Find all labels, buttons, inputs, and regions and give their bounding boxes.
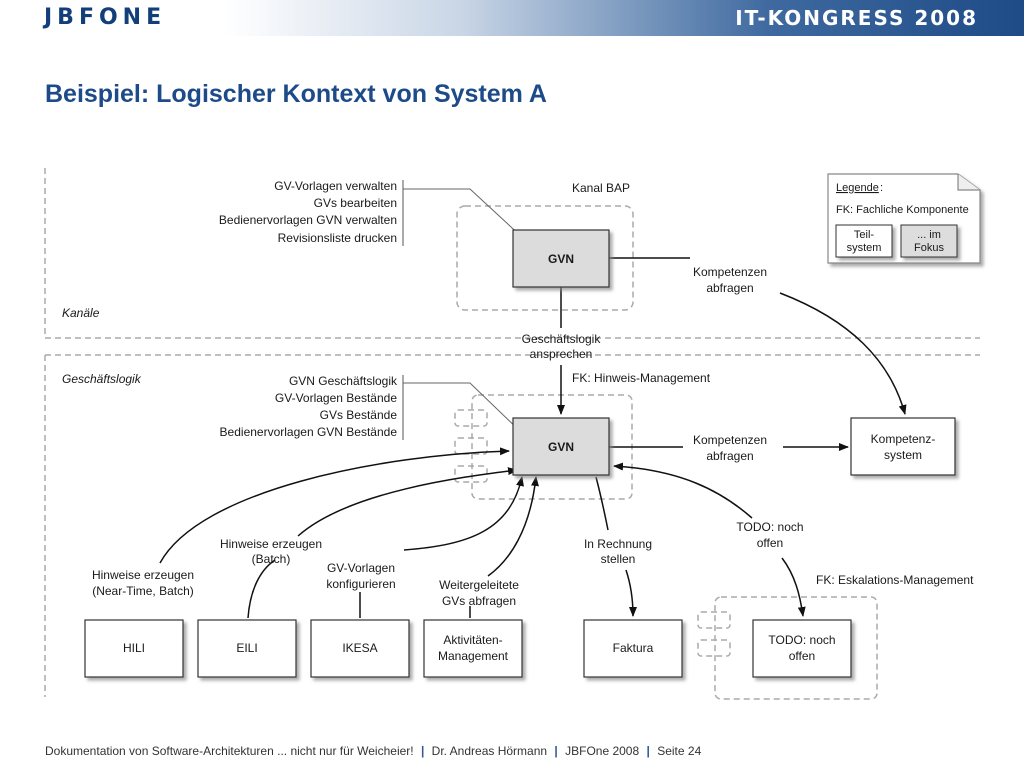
hili-label: HILI [123,641,145,655]
legend-teil-line1: Teil- [854,229,875,241]
edge-label-geschaeftslogik: Geschäftslogik [522,332,602,346]
legend-fokus-line2: Fokus [914,242,944,254]
edge-label-hinweise-batch: (Batch) [252,552,291,566]
header-bar: JBFONE IT-KONGRESS 2008 [0,0,1024,36]
zone-label-kanaele: Kanäle [62,306,100,320]
edge-todo-up [613,462,753,519]
gvn-main-functions: GVN Geschäftslogik GV-Vorlagen Bestände … [220,374,398,439]
edge-label-hinweise-near: Hinweise erzeugen [92,568,194,582]
zone-label-geschaeftslogik: Geschäftslogik [62,372,142,386]
ikesa-label: IKESA [342,641,377,655]
kompetenzsystem-box [850,417,956,476]
gvn-top-function: Revisionsliste drucken [278,231,397,245]
gvn-main-function: GVs Bestände [320,408,398,422]
legend-fokus-box [900,224,958,258]
legend-title: Legende [836,182,879,194]
edge-label-kompetenzen-mid: Kompetenzen [693,433,767,447]
faktura-label: Faktura [613,641,654,655]
todo-label: TODO: noch [768,633,835,647]
jbfone-logo: JBFONE [44,5,167,30]
gvn-top-function: Bedienervorlagen GVN verwalten [219,213,397,227]
todo-label: offen [789,649,815,663]
edge-weitergeleitete [487,476,539,577]
legend-fk-line: FK: Fachliche Komponente [836,204,969,216]
edge-gv-vorlagen [403,476,524,551]
footer: Dokumentation von Software-Architekturen… [45,744,701,758]
edges [159,257,907,619]
congress-title: IT-KONGRESS 2008 [735,6,978,30]
gvn-main-box [512,417,610,476]
edge-todo-down [781,557,806,617]
legend-fokus-line1: ... im [917,229,941,241]
aktivitaeten-label: Aktivitäten- [443,633,502,647]
footer-event: JBFOne 2008 [565,744,640,758]
subsystem-labels: Kompetenz- system HILI EILI IKESA Aktivi… [123,432,935,663]
ikesa-box [310,619,410,678]
footer-talk-title: Dokumentation von Software-Architekturen… [45,744,414,758]
gvn-top-function: GV-Vorlagen verwalten [274,179,397,193]
edge-label-todo: TODO: noch [736,520,803,534]
edge-hinweise-batch [297,467,518,537]
edge-rechnung-down [595,476,609,531]
edge-eili-up [247,559,276,619]
edge-label-weitergeleitete: Weitergeleitete [439,578,519,592]
faktura-box [583,619,683,678]
edge-label-kompetenzen-mid: abfragen [706,449,753,463]
aktivitaeten-box [423,619,523,678]
gvn-main-function: Bedienervorlagen GVN Bestände [220,425,398,439]
edge-label-rechnung: In Rechnung [584,537,652,551]
gvn-main-function: GVN Geschäftslogik [289,374,398,388]
legend-teil-line2: system [847,242,882,254]
edge-rechnung [625,569,637,617]
footer-separator: | [646,744,650,758]
footer-separator: | [420,744,425,758]
edge-label-geschaeftslogik: ansprechen [530,347,593,361]
kanal-bap-frame [456,205,634,311]
edge-labels: Kompetenzen abfragen Geschäftslogik ansp… [92,265,804,608]
aktivitaeten-label: Management [438,649,509,663]
gvn-main-pointer [403,382,524,435]
gvn-top-pointer [403,188,524,239]
edge-label-kompetenzen-top: Kompetenzen [693,265,767,279]
fk-eskalation-label: FK: Eskalations-Management [816,573,974,587]
subsystem-boxes [84,417,956,678]
gvn-top-box [512,229,610,288]
hili-box [84,619,184,678]
gvn-main-label: GVN [548,440,574,454]
eili-label: EILI [236,641,257,655]
gvn-top-functions: GV-Vorlagen verwalten GVs bearbeiten Bed… [219,179,397,245]
legend-teilsystem-box [835,224,893,258]
footer-author: Dr. Andreas Hörmann [431,744,548,758]
kompetenzsystem-label: system [884,448,922,462]
gvn-top-label: GVN [548,252,574,266]
edge-label-rechnung: stellen [601,552,636,566]
edge-label-hinweise-batch: Hinweise erzeugen [220,537,322,551]
footer-page-number: Seite 24 [657,744,702,758]
kanal-bap-label: Kanal BAP [572,181,630,195]
eili-box [197,619,297,678]
edge-label-gv-vorlagen: GV-Vorlagen [327,561,395,575]
legend-fold [957,174,980,191]
slide-title: Beispiel: Logischer Kontext von System A [45,80,547,108]
edge-label-todo: offen [757,536,783,550]
edge-label-weitergeleitete: GVs abfragen [442,594,516,608]
gvn-top-function: GVs bearbeiten [314,196,397,210]
zone-borders [44,168,980,697]
fk-eskalation-frame [697,596,878,700]
edge-label-hinweise-near: (Near-Time, Batch) [92,584,194,598]
gvn-main-function: GV-Vorlagen Bestände [275,391,397,405]
fk-hinweis-label: FK: Hinweis-Management [572,371,711,385]
todo-box [752,619,852,678]
kompetenzsystem-label: Kompetenz- [871,432,936,446]
edge-label-kompetenzen-top: abfragen [706,281,753,295]
edge-kompetenzen-top [779,292,907,415]
edge-label-gv-vorlagen: konfigurieren [326,577,395,591]
edge-hinweise-near [159,447,510,564]
legend-colon: : [880,182,883,194]
footer-separator: | [554,744,558,758]
